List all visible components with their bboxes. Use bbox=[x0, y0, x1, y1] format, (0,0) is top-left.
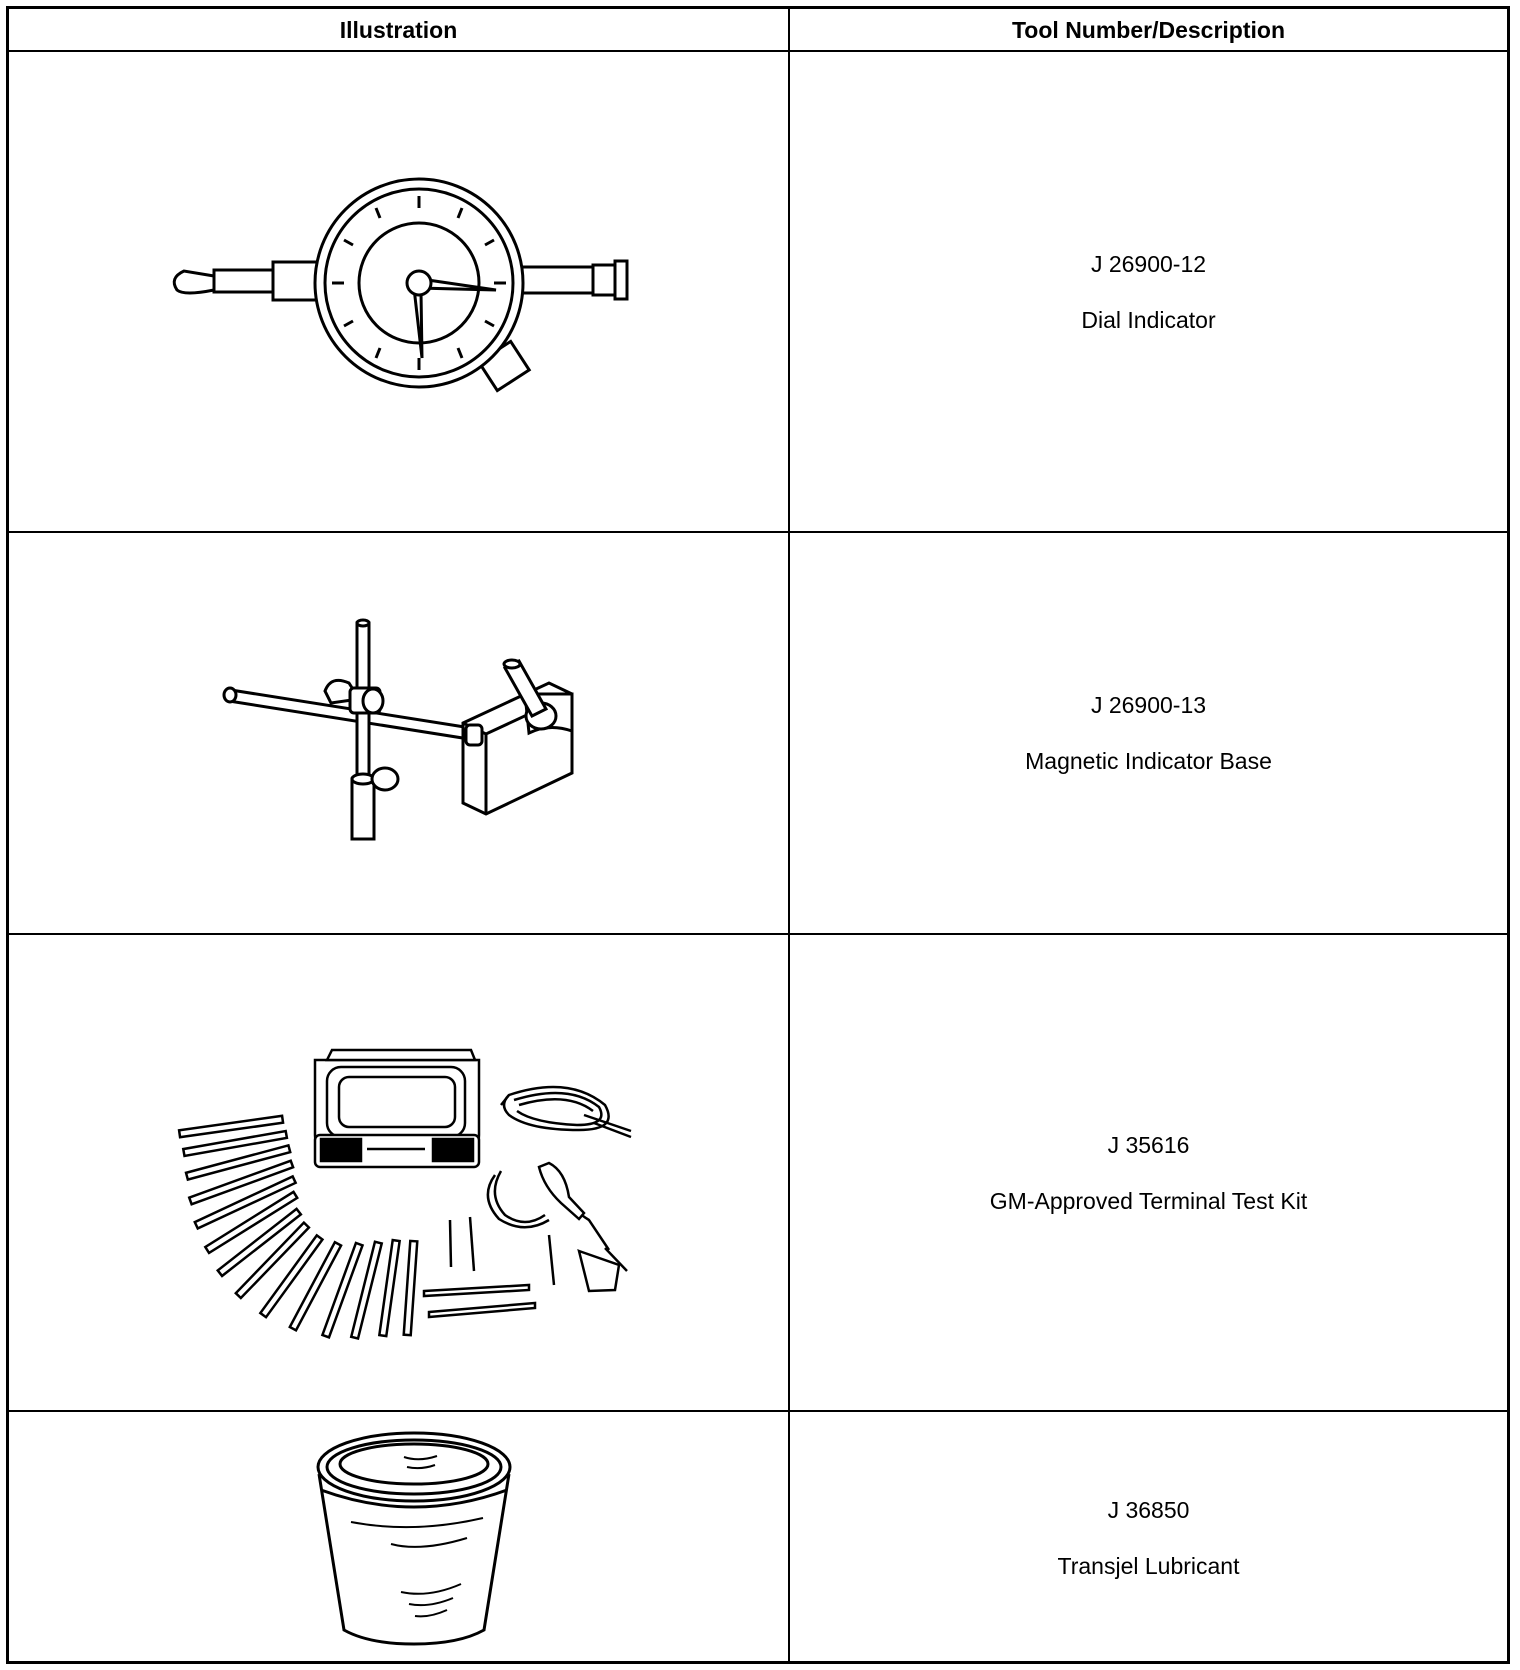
tool-description: Transjel Lubricant bbox=[1057, 1553, 1240, 1579]
tool-description-cell: J 35616 GM-Approved Terminal Test Kit bbox=[790, 935, 1507, 1410]
table-row: J 36850 Transjel Lubricant bbox=[9, 1412, 1507, 1664]
header-divider bbox=[9, 50, 1507, 52]
header-tool-number-description: Tool Number/Description bbox=[1011, 16, 1286, 43]
tool-number: J 36850 bbox=[1107, 1497, 1190, 1523]
tool-description: Magnetic Indicator Base bbox=[1025, 748, 1272, 774]
table-row: J 26900-13 Magnetic Indicator Base bbox=[9, 533, 1507, 933]
tool-number: J 26900-13 bbox=[1090, 692, 1207, 718]
column-divider bbox=[788, 9, 790, 1661]
table-row: J 26900-12 Dial Indicator bbox=[9, 52, 1507, 531]
dial-indicator-illustration bbox=[9, 52, 788, 531]
tool-description-cell: J 26900-12 Dial Indicator bbox=[790, 52, 1507, 531]
tool-description-cell: J 26900-13 Magnetic Indicator Base bbox=[790, 533, 1507, 933]
row-divider bbox=[9, 1410, 1507, 1412]
transjel-lubricant-tub-illustration bbox=[9, 1412, 788, 1664]
tool-description: Dial Indicator bbox=[1081, 306, 1216, 333]
row-divider bbox=[9, 531, 1507, 533]
tool-number: J 26900-12 bbox=[1090, 250, 1207, 277]
header-illustration: Illustration bbox=[339, 16, 458, 43]
tool-number: J 35616 bbox=[1107, 1131, 1190, 1158]
tool-description: GM-Approved Terminal Test Kit bbox=[989, 1187, 1308, 1214]
terminal-test-kit-illustration bbox=[9, 935, 788, 1410]
special-tools-table: Illustration Tool Number/Description bbox=[6, 6, 1510, 1664]
table-row: J 35616 GM-Approved Terminal Test Kit bbox=[9, 935, 1507, 1410]
tool-description-cell: J 36850 Transjel Lubricant bbox=[790, 1412, 1507, 1664]
row-divider bbox=[9, 933, 1507, 935]
magnetic-indicator-base-illustration bbox=[9, 533, 788, 933]
